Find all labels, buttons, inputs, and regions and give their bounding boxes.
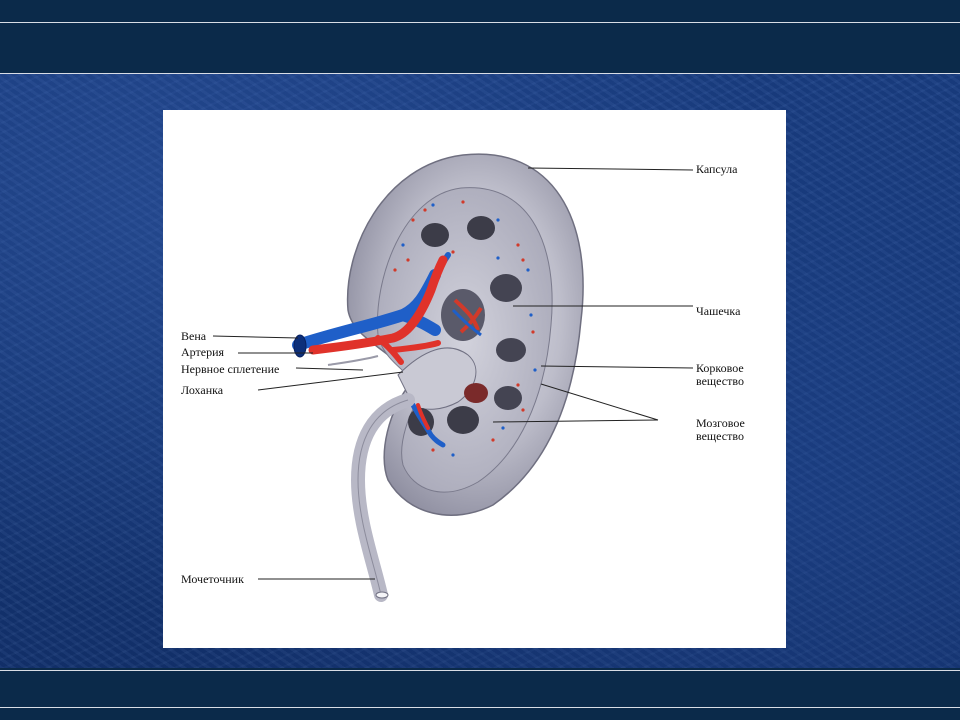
- renal-vein-opening: [293, 334, 307, 358]
- kidney-illustration: [212, 153, 694, 602]
- calyx-9: [464, 383, 488, 403]
- label-vein: Вена: [181, 329, 207, 343]
- bottom-divider-line-1: [0, 670, 960, 671]
- nerve-plexus: [327, 355, 379, 366]
- leader-lines: [212, 167, 694, 580]
- top-band: [0, 0, 960, 74]
- label-medulla-line2: вещество: [696, 429, 744, 443]
- label-artery: Артерия: [181, 345, 225, 359]
- renal-pelvis: [397, 347, 477, 410]
- calyx-5: [494, 386, 522, 410]
- calyx-1: [421, 223, 449, 247]
- ureter-end: [375, 591, 389, 599]
- bottom-band: [0, 668, 960, 720]
- label-ureter: Мочеточник: [181, 572, 244, 586]
- label-cortex-line2: вещество: [696, 374, 744, 388]
- label-medulla-line1: Мозговое: [696, 416, 745, 430]
- lower-vein-branch: [410, 402, 446, 448]
- cortex-vessel-dots: [393, 200, 537, 457]
- calyx-vessels: [453, 298, 483, 334]
- calyx-6: [447, 406, 479, 434]
- label-capsule: Капсула: [696, 162, 738, 176]
- kidney-figure-panel: Капсула Чашечка Корковое вещество Мозгов…: [163, 110, 786, 648]
- calyx-2: [467, 216, 495, 240]
- label-cortex-line1: Корковое: [696, 361, 744, 375]
- calyx-4: [496, 338, 526, 362]
- label-nerve-plexus: Нервное сплетение: [181, 362, 280, 376]
- top-divider-line-2: [0, 73, 960, 74]
- bottom-divider-line-2: [0, 707, 960, 708]
- renal-artery: [308, 255, 448, 355]
- top-divider-line-1: [0, 22, 960, 23]
- label-pelvis: Лоханка: [181, 383, 224, 397]
- calyx-3: [490, 274, 522, 302]
- label-calyx: Чашечка: [696, 304, 741, 318]
